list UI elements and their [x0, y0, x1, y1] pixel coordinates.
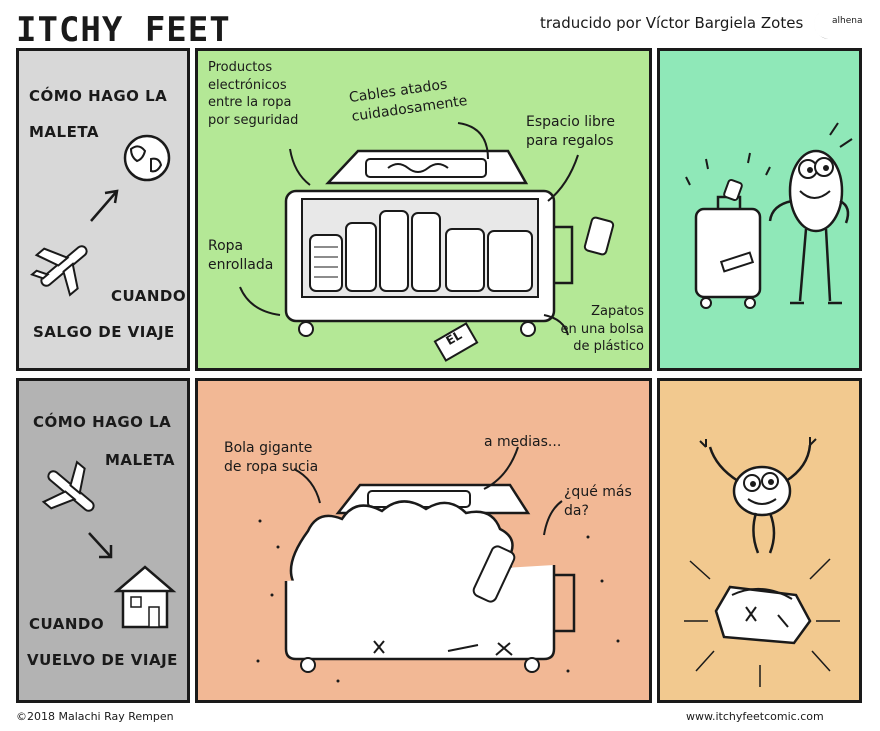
- plane-house-drawing: [41, 460, 177, 629]
- translation-credit: traducido por Víctor Bargiela Zotes: [540, 14, 804, 32]
- label-shoes: Zapatos en una bolsa de plástico: [560, 304, 644, 355]
- label-dirty-clothes-ball: Bola gigante de ropa sucia: [224, 440, 319, 475]
- heading-line2: MALETA: [29, 123, 100, 141]
- alhena-logo: alhena: [814, 4, 864, 44]
- panel-jumping-traveler: [657, 378, 862, 703]
- footer-line2: VUELVO DE VIAJE: [27, 651, 178, 669]
- panel-packing-return-title: CÓMO HAGO LA MALETA CUANDO VUELVO DE VIA…: [16, 378, 190, 703]
- heading-line2: MALETA: [105, 451, 176, 469]
- website-link[interactable]: www.itchyfeetcomic.com: [686, 710, 824, 723]
- globe-plane-drawing: [30, 134, 171, 297]
- logo-text: alhena: [832, 16, 863, 26]
- happy-traveler-drawing: [685, 122, 853, 309]
- comic-title: ITCHY FEET: [16, 10, 231, 50]
- panel-happy-traveler: [657, 48, 862, 371]
- heading-line1: CÓMO HAGO LA: [29, 87, 168, 105]
- panel-messy-suitcase: Bola gigante de ropa sucia a medias... ¿…: [195, 378, 652, 703]
- footer-line1: CUANDO: [111, 287, 187, 305]
- label-half-closed: a medias...: [484, 434, 562, 450]
- footer-line2: SALGO DE VIAJE: [33, 323, 175, 341]
- label-rolled-clothes: Ropa enrollada: [208, 238, 274, 273]
- messy-suitcase-drawing: [256, 446, 620, 683]
- panel-packing-outbound-title: CÓMO HAGO LA MALETA CUANDO SALGO DE VIAJ…: [16, 48, 190, 371]
- footer-line1: CUANDO: [29, 615, 105, 633]
- jumping-traveler-drawing: [684, 437, 840, 687]
- neat-suitcase-drawing: [239, 122, 615, 362]
- panel-neat-suitcase: Productos electrónicos entre la ropa por…: [195, 48, 652, 371]
- heading-line1: CÓMO HAGO LA: [33, 413, 172, 431]
- label-who-cares: ¿qué más da?: [564, 484, 632, 519]
- label-electronics: Productos electrónicos entre la ropa por…: [208, 60, 299, 128]
- copyright: ©2018 Malachi Ray Rempen: [16, 710, 174, 723]
- label-free-space: Espacio libre para regalos: [526, 114, 615, 149]
